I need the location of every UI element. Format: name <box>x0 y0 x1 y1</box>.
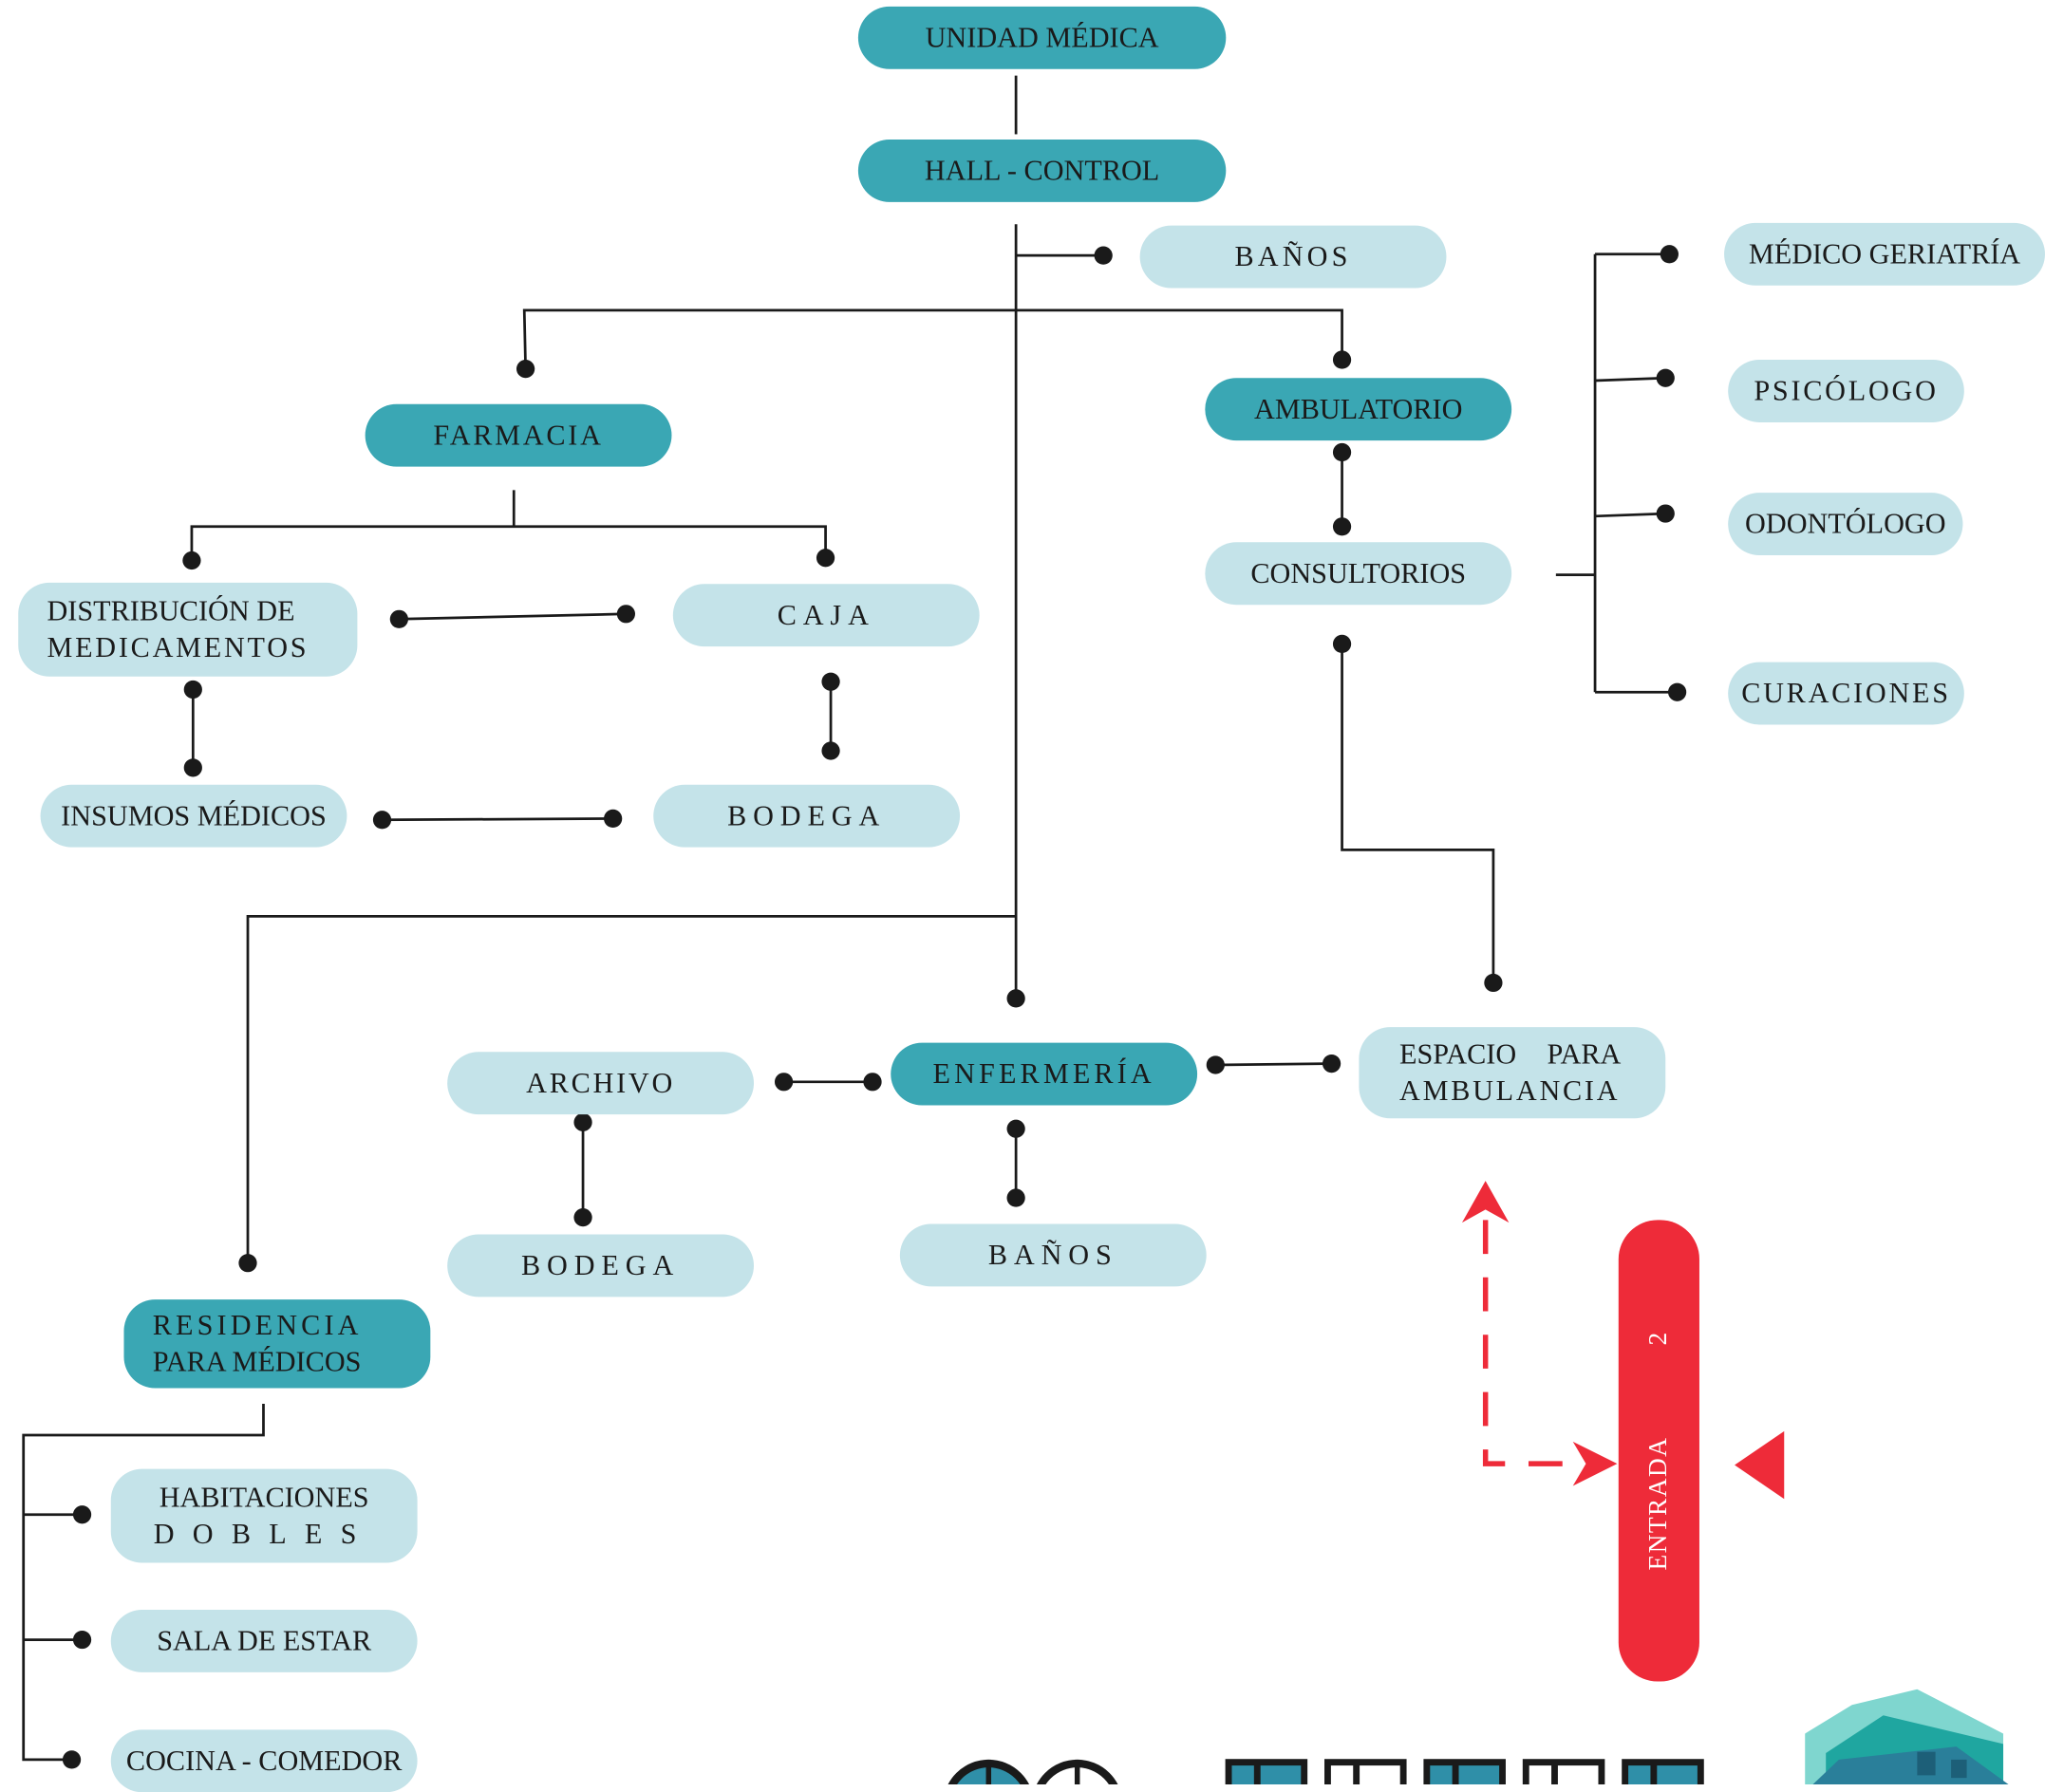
node-sala-de-estar: SALA DE ESTAR <box>110 1609 418 1672</box>
node-espacio-ambulancia: ESPACIO PARA AMBULANCIA <box>1359 1027 1666 1119</box>
arrow-right-icon <box>1572 1441 1618 1486</box>
espacio-line2: AMBULANCIA <box>1399 1073 1621 1107</box>
node-curaciones: CURACIONES <box>1728 662 1964 725</box>
connector-farmacia-ambulatorio <box>522 308 1343 369</box>
connector-distribucion-caja <box>399 612 627 621</box>
habitaciones-line2: DOBLES <box>153 1517 375 1550</box>
node-unidad-medica: UNIDAD MÉDICA <box>857 6 1227 69</box>
node-banos-top: BAÑOS <box>1139 225 1447 289</box>
connector-consultorios-espacio <box>1341 644 1495 983</box>
node-caja: CAJA <box>672 584 980 647</box>
distribucion-line2: MEDICAMENTOS <box>47 630 310 663</box>
arrow-up-icon <box>1461 1181 1510 1223</box>
node-ambulatorio: AMBULATORIO <box>1205 378 1512 441</box>
connector-trunk-residencia <box>246 915 1017 1263</box>
connector-psicologo <box>1595 376 1666 383</box>
residencia-line1: RESIDENCIA <box>152 1308 363 1342</box>
entrance-number: 2 <box>1643 1331 1673 1346</box>
residencia-line2: PARA MÉDICOS <box>152 1345 362 1378</box>
node-distribucion-medicamentos: DISTRIBUCIÓN DE MEDICAMENTOS <box>18 582 358 677</box>
node-residencia: RESIDENCIA PARA MÉDICOS <box>123 1299 431 1389</box>
node-hall-control: HALL - CONTROL <box>857 139 1227 202</box>
entrance-dashed-path <box>1482 1220 1581 1466</box>
entrance-marker: ENTRADA 2 <box>1618 1220 1699 1682</box>
node-insumos-medicos: INSUMOS MÉDICOS <box>40 784 347 848</box>
entrance-label: ENTRADA 2 <box>1644 1331 1675 1570</box>
node-farmacia: FARMACIA <box>365 403 672 467</box>
connector-dots <box>62 245 1687 1769</box>
node-enfermeria: ENFERMERÍA <box>891 1042 1198 1106</box>
node-odontologo: ODONTÓLOGO <box>1728 493 1963 556</box>
connector-enfermeria-espacio <box>1215 1062 1332 1067</box>
node-archivo: ARCHIVO <box>447 1052 755 1115</box>
distribucion-line1: DISTRIBUCIÓN DE <box>47 594 295 627</box>
connector-residencia-branches <box>22 1404 265 1762</box>
entrance-marker-icon <box>1735 1430 1785 1500</box>
connector-farmacia-branches <box>190 525 827 561</box>
node-psicologo: PSICÓLOGO <box>1728 360 1964 422</box>
node-bodega-farmacia: BODEGA <box>653 784 961 848</box>
entrance-text: ENTRADA <box>1643 1436 1673 1571</box>
node-bodega-enfermeria: BODEGA <box>447 1234 755 1297</box>
node-banos-bottom: BAÑOS <box>899 1223 1207 1287</box>
connector-insumos-bodega <box>382 817 613 822</box>
node-cocina-comedor: COCINA - COMEDOR <box>110 1729 418 1792</box>
espacio-line1: ESPACIO PARA <box>1399 1037 1622 1071</box>
node-habitaciones-dobles: HABITACIONES DOBLES <box>110 1468 418 1563</box>
connector-odontologo <box>1595 512 1666 518</box>
habitaciones-line1: HABITACIONES <box>159 1481 369 1514</box>
node-consultorios: CONSULTORIOS <box>1205 542 1512 606</box>
node-medico-geriatria: MÉDICO GERIATRÍA <box>1724 222 2045 286</box>
